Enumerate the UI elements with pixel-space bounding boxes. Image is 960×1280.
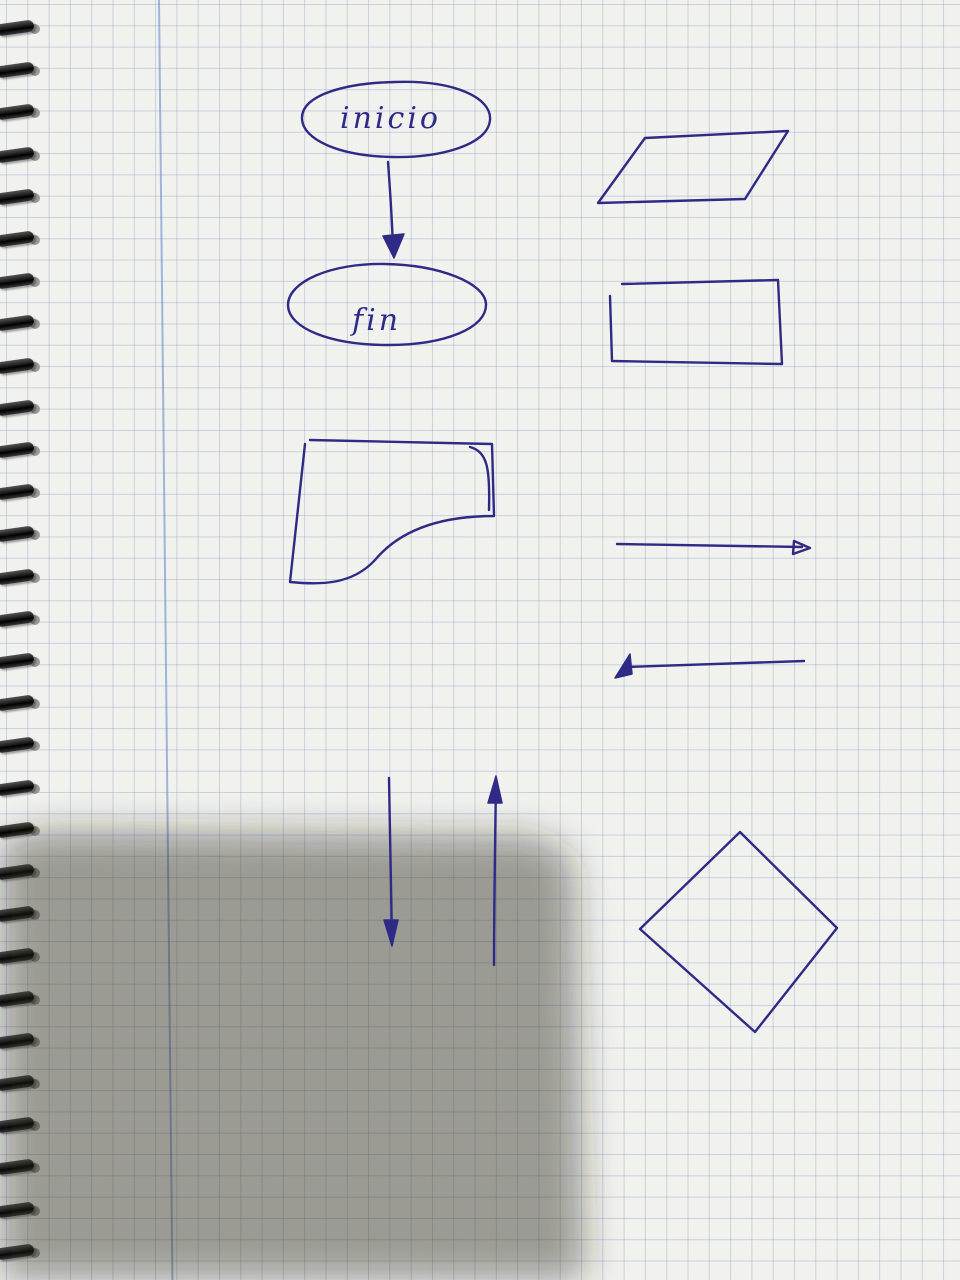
spiral-hole <box>30 150 40 161</box>
spiral-hole <box>30 783 40 794</box>
spiral-hole <box>30 108 40 119</box>
spiral-hole <box>30 235 40 245</box>
decision-diamond <box>638 830 839 1034</box>
spiral-hole <box>30 699 40 710</box>
document-shape <box>288 438 496 585</box>
arrow-up <box>487 775 503 967</box>
spiral-hole <box>30 277 40 288</box>
spiral-hole <box>30 319 40 330</box>
start-label: inicio <box>340 101 441 136</box>
spiral-hole <box>30 446 40 456</box>
spiral-hole <box>30 24 40 34</box>
end-label: fin <box>350 303 401 338</box>
document-shape-corner <box>468 445 491 512</box>
end-terminal: fin <box>286 262 488 347</box>
spiral-hole <box>30 66 40 77</box>
start-to-end-arrow <box>382 160 405 259</box>
spiral-hole <box>30 361 40 372</box>
spiral-hole <box>30 403 40 414</box>
spiral-hole <box>30 741 40 752</box>
arrow-left <box>614 653 806 679</box>
start-terminal: inicio <box>300 80 492 159</box>
spiral-hole <box>30 657 40 667</box>
process-rectangle <box>608 278 784 366</box>
spiral-hole <box>30 488 40 499</box>
spiral-hole <box>30 572 40 583</box>
arrow-down <box>383 776 399 947</box>
spiral-hole <box>30 530 40 541</box>
input-output-parallelogram <box>596 129 790 205</box>
spiral-hole <box>30 614 40 625</box>
spiral-hole <box>30 192 40 203</box>
arrow-right <box>615 539 812 556</box>
